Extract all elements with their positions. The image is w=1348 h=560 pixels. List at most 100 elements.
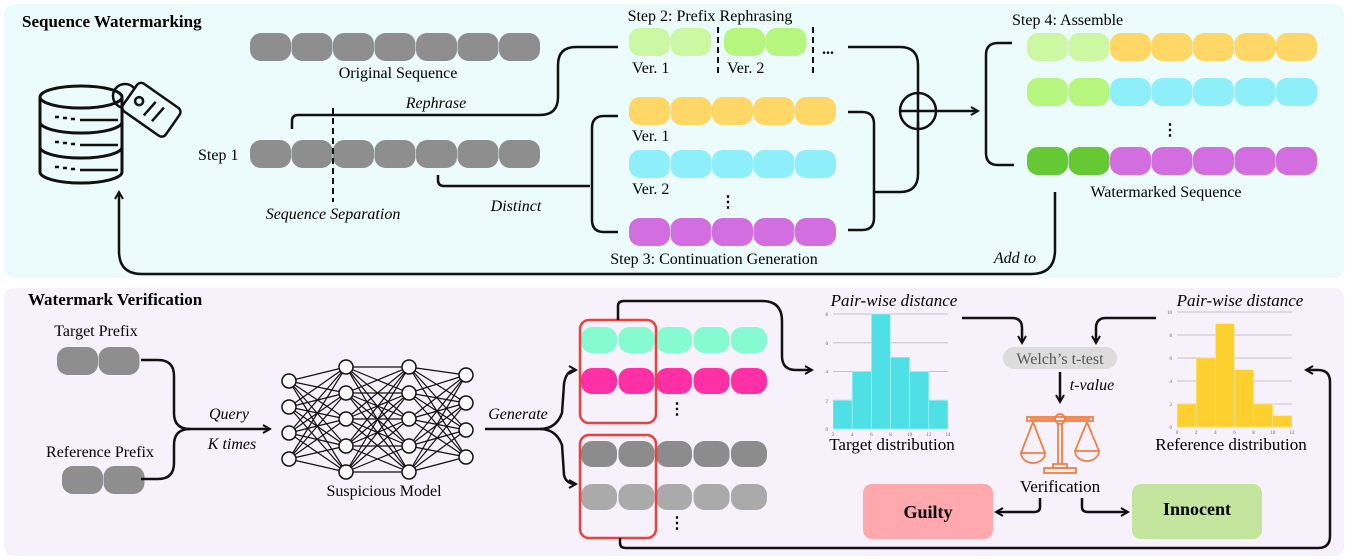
nn-node [281, 399, 297, 415]
x-tick-label: 14 [946, 433, 952, 438]
token [656, 327, 692, 353]
y-tick-label: 2 [1170, 403, 1173, 408]
token [712, 97, 753, 125]
y-tick-label: 0 [1170, 426, 1173, 431]
nn-edge [288, 392, 347, 460]
nn-node [401, 438, 417, 454]
original-sequence-label: Original Sequence [339, 65, 458, 82]
rephrase-connector [290, 45, 618, 129]
pairwise-label-reference: Pair-wise distance [1176, 291, 1304, 310]
token [795, 97, 836, 125]
token [1110, 33, 1151, 61]
watermarked-label: Watermarked Sequence [1090, 184, 1241, 201]
nn-node [401, 385, 417, 401]
vertical-ellipsis: ⋮ [669, 515, 685, 532]
token [712, 150, 753, 178]
token [457, 33, 499, 61]
nn-edge [408, 429, 467, 473]
watermarked-sequence-1 [1027, 33, 1317, 61]
target-distance-arrow [616, 299, 812, 370]
token [1234, 78, 1276, 106]
prefix-ver1-label: Ver. 1 [632, 60, 669, 77]
token [731, 368, 767, 394]
nn-node [281, 425, 297, 441]
continuation-version-1 [629, 97, 836, 125]
original-sequence [250, 33, 540, 61]
nn-edge [408, 374, 467, 447]
nn-node [338, 411, 354, 427]
nn-node [338, 438, 354, 454]
nn-edge [288, 418, 347, 460]
distinct-label: Distinct [490, 198, 542, 215]
nn-edge [408, 402, 467, 473]
x-tick-label: 0 [1176, 431, 1179, 436]
watermarking-panel [4, 4, 1344, 278]
nn-node [338, 385, 354, 401]
step4-bracket [984, 41, 1014, 167]
token [670, 28, 712, 56]
token [374, 33, 416, 61]
histogram-bar [909, 371, 930, 430]
token [499, 140, 540, 168]
target-distribution-label: Target distribution [829, 435, 955, 454]
x-tick-label: 4 [851, 433, 854, 438]
histogram-bar [890, 356, 910, 430]
target-prefix-tokens [57, 347, 140, 375]
histogram-bar [1234, 369, 1254, 428]
reference-prefix-highlight [578, 433, 658, 540]
nn-edge [345, 366, 410, 420]
separation-label: Sequence Separation [266, 206, 401, 223]
nn-edge [408, 456, 467, 473]
nn-node [281, 451, 297, 467]
token [731, 484, 767, 510]
token [1276, 78, 1317, 106]
welch-ttest-node [1003, 347, 1117, 369]
token [499, 33, 540, 61]
watermarked-sequence-n [1027, 147, 1317, 175]
y-tick-label: 6 [826, 342, 829, 347]
token [57, 347, 98, 375]
token [333, 140, 374, 168]
token [98, 347, 140, 375]
token [618, 484, 655, 510]
step3-label: Step 3: Continuation Generation [610, 251, 818, 268]
token [1068, 33, 1110, 61]
guilty-outcome [863, 484, 993, 539]
x-tick-label: 4 [1214, 431, 1217, 436]
nn-node [458, 422, 474, 438]
nn-node [338, 464, 354, 480]
target-to-ttest-arrow [962, 316, 1022, 343]
token [795, 218, 836, 246]
nn-edge [408, 366, 467, 376]
add-to-label: Add to [993, 250, 1036, 267]
token [1151, 33, 1193, 61]
target-prefix-label: Target Prefix [54, 323, 137, 340]
token [629, 97, 670, 125]
step3-right-bracket [848, 110, 876, 232]
reference-generation-1 [581, 441, 767, 467]
token [250, 140, 291, 168]
token [291, 140, 333, 168]
x-tick-label: 12 [926, 433, 932, 438]
token [693, 327, 730, 353]
token [581, 327, 617, 353]
vertical-ellipsis: ⋮ [1162, 122, 1178, 139]
y-tick-label: 10 [1167, 311, 1173, 316]
histogram-bar [1195, 357, 1216, 428]
step2-to-plus-connector [848, 45, 920, 92]
k-times-label: K times [207, 436, 256, 453]
nn-edge [345, 445, 410, 473]
x-tick-label: 10 [1270, 431, 1276, 436]
token [62, 466, 103, 494]
prefix-version-1 [629, 28, 712, 56]
nn-node [401, 464, 417, 480]
nn-edge [408, 374, 467, 394]
nn-edge [408, 366, 467, 404]
pairwise-label-target: Pair-wise distance [830, 291, 958, 310]
token [1193, 147, 1234, 175]
token [1193, 78, 1234, 106]
token [416, 140, 457, 168]
token [753, 97, 795, 125]
x-tick-label: 8 [1252, 431, 1255, 436]
step1-sequence [250, 140, 540, 168]
